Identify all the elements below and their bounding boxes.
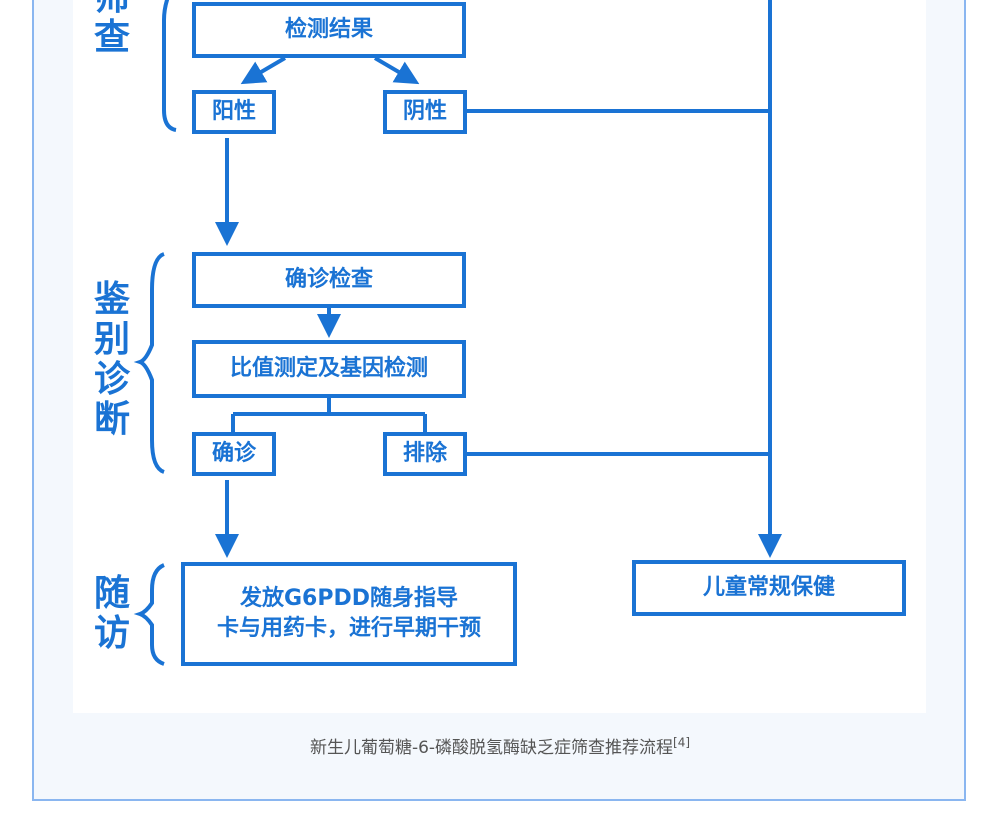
caption-reference[interactable]: [4] [673,735,691,750]
node-negative: 阴性 [383,90,467,134]
caption-text: 新生儿葡萄糖-6-磷酸脱氢酶缺乏症筛查推荐流程 [309,738,674,758]
node-follow-up-card: 发放G6PDD随身指导 卡与用药卡，进行早期干预 [181,562,517,666]
bracket-screening [162,0,177,132]
node-ratio-gene-test: 比值测定及基因检测 [192,340,466,398]
bracket-followup [133,563,165,666]
node-excluded: 排除 [383,432,467,476]
bracket-differential [133,252,165,474]
split-ratio [231,397,427,434]
stage-label-differential: 鉴别诊断 [93,279,130,440]
stage-label-screening: 筛查 [93,0,130,58]
node-test-result: 检测结果 [192,2,466,58]
arrow-to-positive [240,56,287,85]
node-confirmed: 确诊 [192,432,276,476]
follow-up-line-2: 卡与用药卡，进行早期干预 [216,616,481,641]
node-confirm-exam: 确诊检查 [192,252,466,308]
arrow-to-negative [373,56,420,85]
figure-caption: 新生儿葡萄糖-6-磷酸脱氢酶缺乏症筛查推荐流程[4] [0,733,1000,758]
node-routine-care: 儿童常规保健 [632,560,906,616]
node-positive: 阳性 [192,90,276,134]
follow-up-line-1: 发放G6PDD随身指导 [239,586,458,612]
stage-label-followup: 随访 [93,573,130,654]
